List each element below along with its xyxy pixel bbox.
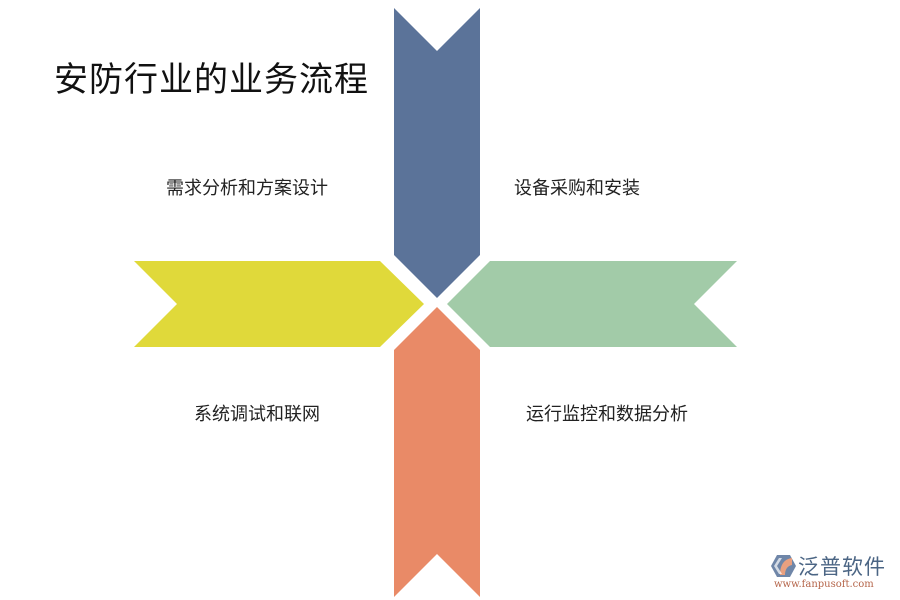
watermark-logo: 泛普软件 www.fanpusoft.com [768, 553, 893, 593]
arrow-right-yellow [134, 261, 424, 347]
fanpu-logo-icon [771, 555, 796, 577]
step-label-procurement: 设备采购和安装 [514, 178, 640, 199]
arrow-down-blue [394, 8, 480, 298]
arrow-left-green [447, 261, 737, 347]
step-label-requirements: 需求分析和方案设计 [166, 178, 328, 199]
arrow-up-orange [394, 307, 480, 597]
step-label-commissioning: 系统调试和联网 [194, 404, 320, 425]
watermark-name: 泛普软件 [798, 555, 886, 579]
page-title: 安防行业的业务流程 [54, 60, 369, 100]
step-label-monitoring: 运行监控和数据分析 [526, 404, 688, 425]
watermark-url: www.fanpusoft.com [774, 579, 874, 590]
